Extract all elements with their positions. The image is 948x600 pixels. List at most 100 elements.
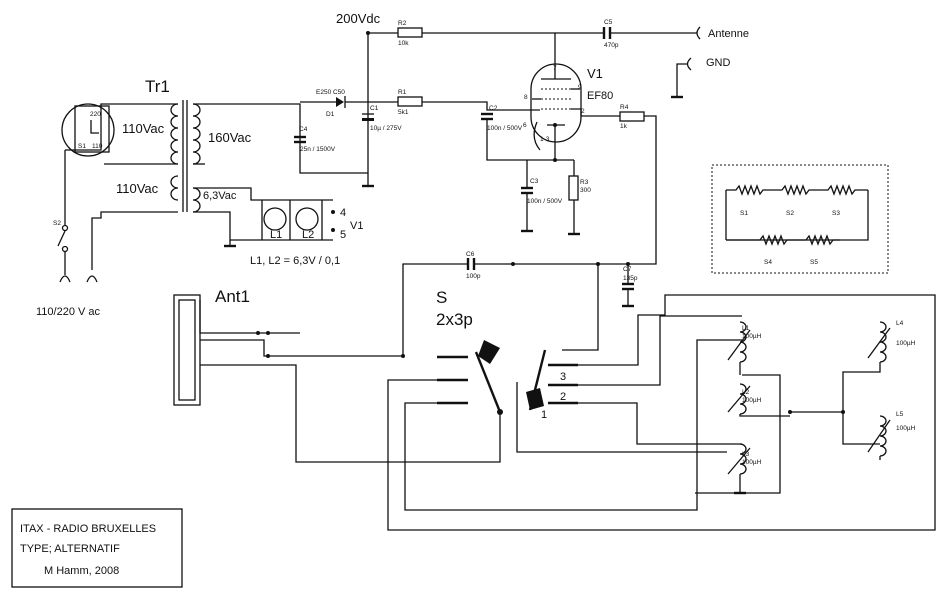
secondary-label: 160Vac bbox=[208, 130, 252, 145]
mains-voltage-label: 110/220 V ac bbox=[36, 306, 101, 318]
c5-label: C5 bbox=[604, 19, 613, 26]
resistor-r2 bbox=[397, 27, 423, 38]
c6-label: C6 bbox=[466, 251, 475, 258]
legend-s2: S2 bbox=[786, 210, 794, 217]
gnd-label: GND bbox=[706, 57, 731, 69]
resistor-r3 bbox=[568, 160, 580, 236]
lamp-tube-label: V1 bbox=[350, 220, 363, 232]
selector-type-label: 2x3p bbox=[436, 310, 473, 329]
selector-110-label: 110 bbox=[92, 143, 103, 150]
coil-l4-label: L4 bbox=[896, 320, 904, 327]
primary-a-label: 110Vac bbox=[122, 121, 165, 136]
capacitor-c1 bbox=[362, 113, 374, 188]
switch-s2-label: S2 bbox=[53, 220, 61, 227]
coil-l4 bbox=[879, 321, 887, 363]
coil-l2-label: L2 bbox=[742, 389, 750, 396]
transformer-name: Tr1 bbox=[145, 77, 170, 96]
title-line2: TYPE; ALTERNATIF bbox=[20, 543, 120, 555]
capacitor-c3 bbox=[521, 160, 533, 233]
r4-label: R4 bbox=[620, 104, 629, 111]
selector-pos3: 3 bbox=[560, 371, 566, 383]
supply-voltage-label: 200Vdc bbox=[336, 11, 381, 26]
lamp-note-label: L1, L2 = 6,3V / 0,1 bbox=[250, 255, 340, 267]
coil-l1 bbox=[739, 321, 747, 363]
resistor-r4 bbox=[619, 111, 657, 265]
selector-name-label: S bbox=[436, 288, 447, 307]
coil-l3-label: L3 bbox=[742, 451, 750, 458]
coil-l5-label: L5 bbox=[896, 411, 904, 418]
c2-label: C2 bbox=[489, 105, 498, 112]
capacitor-c7 bbox=[622, 264, 634, 308]
c5-value: 470p bbox=[604, 42, 619, 49]
c1-label: C1 bbox=[370, 105, 379, 112]
legend-springs-bottom bbox=[726, 234, 840, 246]
c3-value: 100n / 500V bbox=[527, 198, 563, 205]
selector-s1-label: S1 bbox=[78, 143, 86, 150]
r2-value: 10k bbox=[398, 40, 409, 47]
legend-s4: S4 bbox=[764, 259, 772, 266]
mains-plug-icon bbox=[86, 275, 98, 283]
mains-input bbox=[57, 150, 98, 283]
title-line1: ITAX - RADIO BRUXELLES bbox=[20, 523, 156, 535]
capacitor-c4 bbox=[294, 135, 306, 144]
legend-s1: S1 bbox=[740, 210, 748, 217]
lamp-pin5-label: 5 bbox=[340, 229, 346, 241]
tube-pin9: 9 bbox=[578, 84, 582, 91]
c7-value: 135p bbox=[623, 275, 638, 282]
transformer-tr1 bbox=[65, 98, 369, 270]
lamp-l1-label: L1 bbox=[270, 229, 282, 241]
rotary-selector-s bbox=[387, 294, 936, 531]
r3-value: 300 bbox=[580, 187, 591, 194]
c6-value: 100p bbox=[466, 273, 481, 280]
lamp-l2-icon bbox=[295, 207, 319, 231]
tube-pin8: 8 bbox=[524, 94, 528, 101]
coil-l5-value: 100µH bbox=[896, 425, 916, 432]
pilot-lamps bbox=[224, 200, 335, 248]
tube-v1-ef80 bbox=[530, 62, 620, 162]
gnd-terminal bbox=[671, 57, 692, 99]
selector-pos1: 1 bbox=[541, 409, 547, 421]
coil-l1-value: 100µH bbox=[742, 333, 762, 340]
r4-value: 1k bbox=[620, 123, 628, 130]
antenna-label: Antenne bbox=[708, 28, 749, 40]
loop-antenna-ant1 bbox=[173, 294, 501, 463]
coil-l3-value: 100µH bbox=[742, 459, 762, 466]
title-block bbox=[11, 508, 183, 588]
antenna-terminal-icon bbox=[696, 26, 701, 40]
resistor-r1 bbox=[368, 96, 540, 111]
r2-label: R2 bbox=[398, 20, 407, 27]
voltage-selector-s1 bbox=[61, 103, 115, 157]
hv-supply-rail bbox=[366, 26, 701, 98]
r1-label: R1 bbox=[398, 89, 407, 96]
title-line3: M Hamm, 2008 bbox=[44, 565, 119, 577]
coil-l1-label: L1 bbox=[742, 325, 750, 332]
lamp-l1-icon bbox=[263, 207, 287, 231]
d1-type-label: E250 C50 bbox=[316, 89, 345, 96]
tube-name-label: V1 bbox=[587, 66, 603, 81]
c2-value: 100n / 500V bbox=[487, 125, 523, 132]
tube-pin7: 7 bbox=[553, 65, 557, 72]
diode-d1 bbox=[300, 96, 368, 108]
legend-s3: S3 bbox=[832, 210, 840, 217]
capacitor-c2 bbox=[481, 112, 574, 161]
tube-type-label: EF80 bbox=[587, 90, 613, 102]
coil-l3 bbox=[739, 443, 747, 475]
coil-l4-value: 100µH bbox=[896, 340, 916, 347]
d1-label: D1 bbox=[326, 111, 335, 118]
c1-value: 10µ / 275V bbox=[370, 125, 402, 132]
r3-label: R3 bbox=[580, 179, 589, 186]
tube-pin6: 6 bbox=[523, 122, 527, 129]
lamp-l2-label: L2 bbox=[302, 229, 314, 241]
loop-antenna-label: Ant1 bbox=[215, 287, 250, 306]
selector-pos2: 2 bbox=[560, 391, 566, 403]
coil-bank bbox=[695, 321, 891, 495]
heater-label: 6,3Vac bbox=[203, 190, 237, 202]
mains-plug-icon bbox=[59, 275, 71, 283]
coil-l2-value: 100µH bbox=[742, 397, 762, 404]
legend-springs-top bbox=[726, 184, 868, 196]
coil-l5 bbox=[879, 415, 887, 457]
tube-pin13: 1-3 bbox=[540, 136, 550, 143]
c3-label: C3 bbox=[530, 178, 539, 185]
